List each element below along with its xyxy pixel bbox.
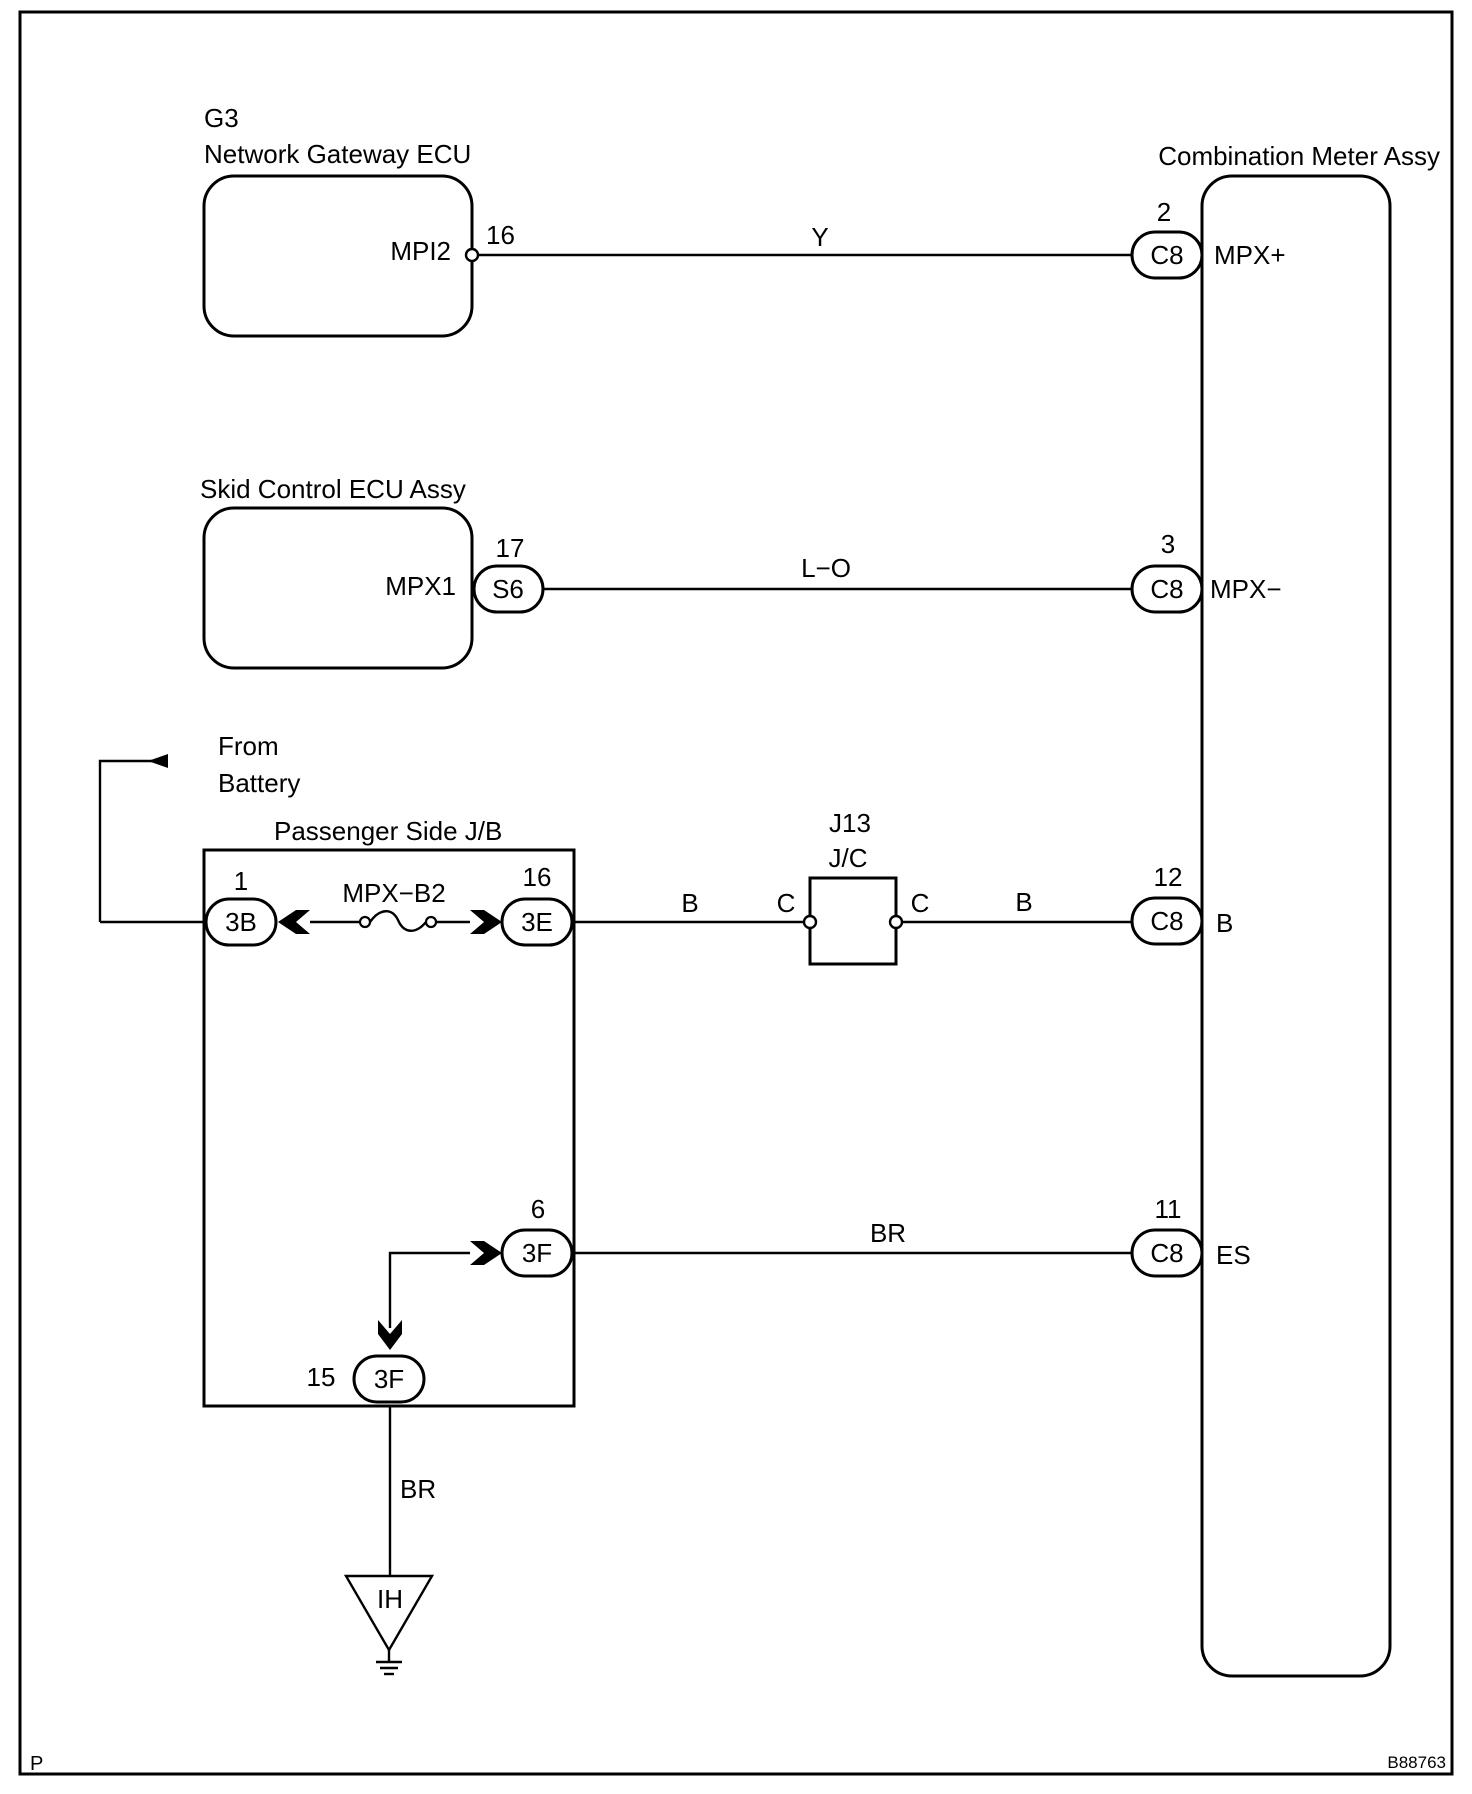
meter-terminal-mpx-minus: MPX− — [1210, 574, 1282, 604]
gateway-terminal: MPI2 — [390, 236, 451, 266]
battery-label-line1: From — [218, 731, 279, 761]
jb-connector-3f-6-label: 3F — [522, 1238, 552, 1268]
footer-left: P — [30, 1753, 43, 1775]
meter-connector-mpx-plus — [1130, 230, 1204, 280]
ground-label: IH — [377, 1584, 403, 1614]
meter-pin-12: 12 — [1154, 862, 1183, 892]
wire-color-br-2: BR — [400, 1474, 436, 1504]
gateway-name: Network Gateway ECU — [204, 139, 471, 169]
skid-name: Skid Control ECU Assy — [200, 474, 466, 504]
wire-internal-3f — [388, 1251, 470, 1328]
skid-connector-label: S6 — [492, 574, 524, 604]
wire-color-b-1: B — [681, 888, 698, 918]
jb-pin-15: 15 — [307, 1362, 336, 1392]
meter-terminal-mpx-plus: MPX+ — [1214, 240, 1286, 270]
gateway-id: G3 — [204, 103, 239, 133]
diagram-frame — [18, 10, 1454, 1776]
jc-terminal-right-label: C — [911, 888, 930, 918]
meter-pin-11: 11 — [1155, 1194, 1182, 1224]
skid-pin: 17 — [496, 533, 525, 563]
ground-point-icon — [343, 1574, 435, 1653]
jc-box — [808, 876, 898, 966]
wire-color-b-2: B — [1015, 887, 1032, 917]
jb-pin-6: 6 — [531, 1194, 545, 1224]
fuse-icon — [369, 910, 427, 932]
meter-terminal-es: ES — [1216, 1240, 1251, 1270]
meter-connector-label: C8 — [1150, 906, 1183, 936]
jb-connector-3b-label: 3B — [225, 907, 257, 937]
jc-terminal-left-label: C — [777, 888, 796, 918]
meter-connector-mpx-minus — [1130, 564, 1204, 614]
chevron-left-icon — [278, 910, 310, 934]
meter-name: Combination Meter Assy — [1158, 141, 1440, 171]
skid-ecu-box — [202, 506, 474, 670]
jb-connector-3f-15 — [352, 1354, 426, 1404]
skid-terminal: MPX1 — [385, 571, 456, 601]
wire-color-lo: L−O — [801, 553, 851, 583]
jb-connector-3b — [204, 897, 278, 947]
chevron-right-icon — [470, 1241, 502, 1265]
chevron-right-icon — [470, 910, 502, 934]
jb-connector-3e-label: 3E — [521, 907, 553, 937]
fuse-terminal-left — [358, 915, 372, 929]
jc-name: J/C — [829, 843, 868, 873]
gateway-pin: 16 — [486, 220, 515, 250]
battery-arrow-icon — [148, 754, 168, 768]
meter-connector-label: C8 — [1150, 1238, 1183, 1268]
meter-terminal-b: B — [1216, 908, 1233, 938]
fuse-label: MPX−B2 — [342, 878, 445, 908]
jc-terminal-left — [802, 914, 818, 930]
gateway-terminal-dot — [464, 247, 480, 263]
wire-color-br-1: BR — [870, 1218, 906, 1248]
jc-id: J13 — [829, 808, 871, 838]
figure-code: B88763 — [1387, 1753, 1446, 1772]
battery-label-line2: Battery — [218, 768, 300, 798]
meter-connector-label: C8 — [1150, 574, 1183, 604]
meter-connector-label: C8 — [1150, 240, 1183, 270]
skid-connector — [472, 564, 545, 614]
wire-color-y: Y — [811, 222, 828, 252]
fuse-terminal-right — [424, 915, 438, 929]
jc-terminal-right — [888, 914, 904, 930]
chevron-down-icon — [378, 1320, 402, 1350]
jb-pin-16: 16 — [523, 862, 552, 892]
jb-name: Passenger Side J/B — [274, 816, 502, 846]
wire-battery-feed — [98, 759, 168, 922]
jb-connector-3f-15-label: 3F — [374, 1364, 404, 1394]
jb-pin-1: 1 — [234, 866, 248, 896]
meter-pin-3: 3 — [1161, 529, 1175, 559]
meter-pin-2: 2 — [1157, 197, 1171, 227]
